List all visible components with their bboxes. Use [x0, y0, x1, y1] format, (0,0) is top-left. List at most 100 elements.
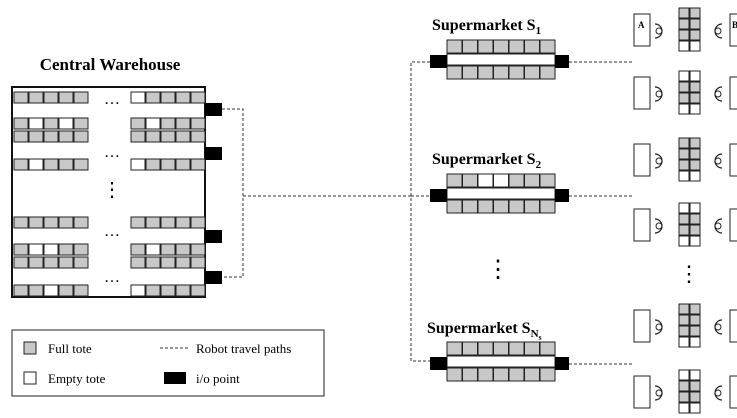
full-tote: [130, 117, 146, 130]
full-tote: [190, 130, 206, 143]
empty-tote: [678, 70, 690, 82]
full-tote: [190, 117, 206, 130]
full-tote: [13, 216, 29, 229]
full-tote: [175, 130, 191, 143]
full-tote: [145, 256, 161, 269]
full-tote: [73, 243, 89, 256]
warehouse-title: Central Warehouse: [40, 55, 181, 74]
empty-tote: [28, 158, 44, 171]
full-tote: [190, 284, 206, 297]
full-tote: [446, 65, 463, 80]
full-tote: [73, 91, 89, 104]
operator-icon: [655, 157, 663, 165]
full-tote: [462, 341, 478, 356]
full-tote: [678, 303, 690, 315]
warehouse-ellipsis: …: [104, 144, 120, 161]
full-tote: [73, 256, 89, 269]
full-tote: [160, 216, 176, 229]
empty-tote: [678, 369, 690, 381]
empty-tote: [689, 70, 701, 82]
full-tote: [477, 39, 494, 54]
legend-frame: [11, 329, 325, 397]
supermarket-label: Supermarket S2: [432, 151, 542, 171]
robot-travel-paths: [222, 61, 632, 365]
warehouse-frame: [11, 86, 206, 298]
full-tote: [58, 158, 74, 171]
full-tote: [73, 284, 89, 297]
full-tote: [43, 91, 59, 104]
full-tote: [160, 91, 176, 104]
full-tote: [689, 213, 701, 225]
full-tote: [13, 117, 29, 130]
full-tote: [145, 284, 161, 297]
full-tote: [678, 18, 690, 30]
empty-tote: [130, 158, 146, 171]
full-tote: [58, 216, 74, 229]
empty-tote: [689, 202, 701, 214]
empty-tote: [43, 284, 59, 297]
empty-tote: [689, 103, 701, 115]
operator-icon: [655, 389, 663, 397]
io-point: [555, 189, 569, 202]
station-ellipsis: ⋮: [678, 261, 700, 286]
full-tote: [175, 256, 191, 269]
full-tote: [689, 303, 701, 315]
empty-tote: [678, 336, 690, 348]
workstation: [729, 143, 737, 177]
full-tote: [508, 39, 525, 54]
empty-tote: [689, 235, 701, 247]
full-tote: [689, 148, 701, 160]
full-tote: [524, 341, 540, 356]
full-tote: [508, 341, 525, 356]
empty-tote: [678, 103, 690, 115]
full-tote: [508, 173, 525, 188]
supermarket-n: Supermarket SNs: [427, 320, 569, 382]
full-tote: [524, 367, 540, 382]
workstation: [633, 13, 651, 47]
full-tote: [539, 199, 556, 214]
full-tote: [58, 284, 74, 297]
full-tote: [678, 81, 690, 93]
full-tote: [539, 367, 556, 382]
full-tote: [130, 130, 146, 143]
empty-tote: [58, 117, 74, 130]
full-tote: [678, 7, 690, 19]
operator-icon: [655, 27, 663, 35]
full-tote: [28, 216, 44, 229]
full-tote: [689, 224, 701, 236]
full-tote: [58, 130, 74, 143]
full-tote: [43, 158, 59, 171]
io-point: [555, 55, 569, 68]
full-tote: [524, 199, 540, 214]
full-tote: [508, 199, 525, 214]
empty-tote: [689, 336, 701, 348]
full-tote: [493, 367, 509, 382]
workstation: [729, 13, 737, 47]
supermarket-label: Supermarket S1: [432, 17, 541, 37]
warehouse: … … … … ⋮: [11, 86, 222, 298]
full-tote: [130, 256, 146, 269]
full-tote: [689, 391, 701, 403]
operator-icon: [655, 222, 663, 230]
full-tote: [678, 29, 690, 41]
full-tote: [678, 213, 690, 225]
full-tote: [190, 243, 206, 256]
warehouse-ellipsis: …: [104, 223, 120, 240]
full-tote: [190, 91, 206, 104]
operator-icon: [655, 323, 663, 331]
full-tote: [678, 380, 690, 392]
full-tote: [13, 256, 29, 269]
full-tote: [678, 325, 690, 337]
io-point: [430, 189, 447, 202]
full-tote: [28, 130, 44, 143]
empty-tote: [130, 91, 146, 104]
full-tote: [73, 130, 89, 143]
operator-icon: [714, 157, 722, 165]
empty-tote: [28, 243, 44, 256]
full-tote: [190, 216, 206, 229]
io-point: [205, 230, 222, 243]
supermarket-2: Supermarket S2: [430, 151, 569, 214]
full-tote: [58, 91, 74, 104]
workstation: [729, 375, 737, 409]
